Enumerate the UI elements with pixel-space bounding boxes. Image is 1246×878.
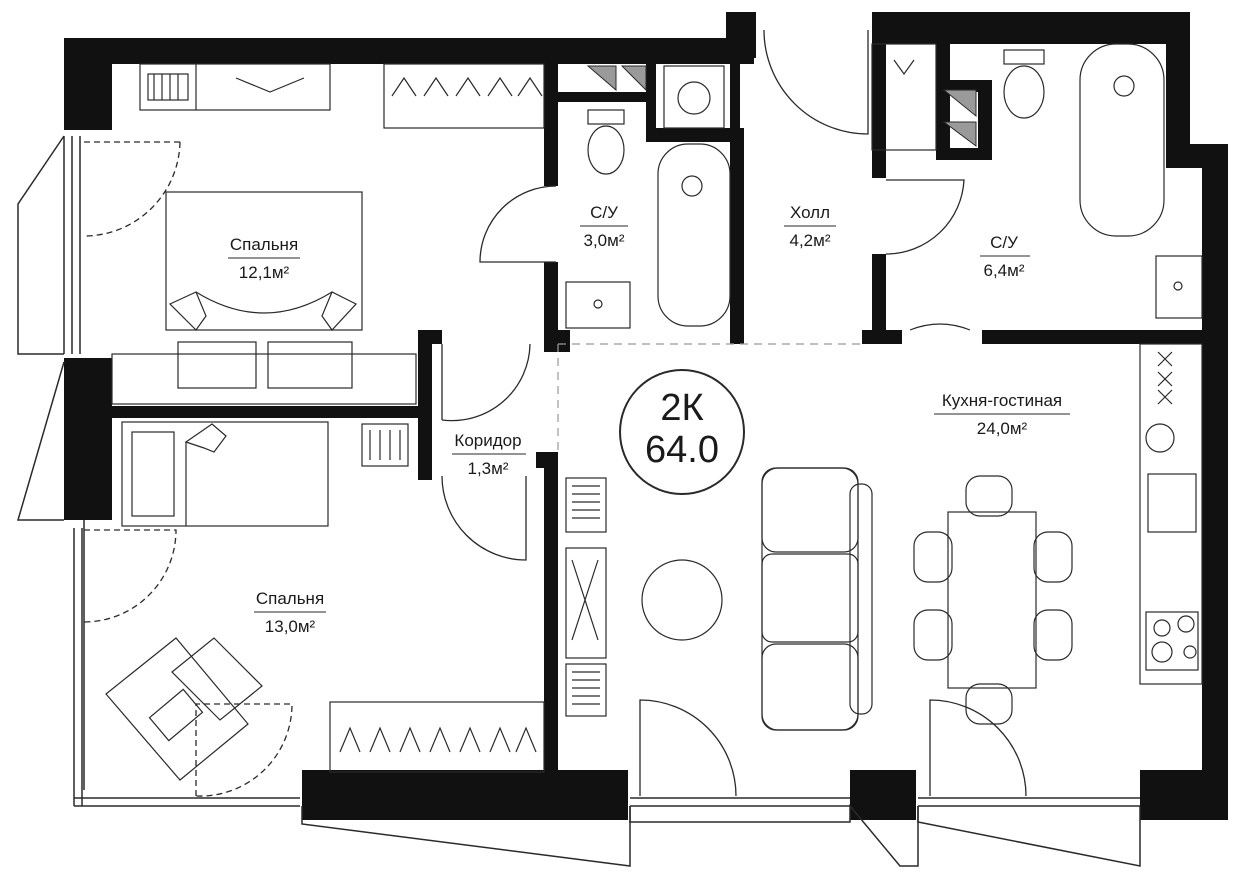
wall-top-left [64,38,754,64]
bay-window-bedroom-2 [17,361,65,521]
door-bedroom-1-balcony [83,141,181,237]
room-area: 6,4м² [984,261,1025,280]
room-area: 24,0м² [977,419,1028,438]
wall-living-corner [536,452,558,468]
bay-window-bedroom-1 [17,135,65,355]
room-name: Кухня-гостиная [942,391,1062,410]
hall-bench [909,323,971,331]
room-name: С/У [990,233,1018,252]
door-living-balcony-2 [929,699,1027,797]
wall-right-upper [1166,12,1190,148]
room-name: Спальня [256,589,324,608]
wall-bath1-left-b [544,262,558,352]
wall-closet-c [978,80,992,160]
wall-closet-b [936,80,988,92]
wall-laundry-right [730,56,740,136]
wall-living-left [544,452,558,778]
wall-bath1-right [730,128,744,344]
dining-set [913,475,1073,725]
door-entrance [763,29,869,135]
room-area: 1,3м² [468,459,509,478]
door-bathroom-2 [885,179,965,255]
wall-hall-right-b [872,254,886,344]
wardrobe-bedroom-2 [329,701,545,773]
room-labels: Спальня 12,1м² С/У 3,0м² Холл 4,2м² С/У … [228,203,1070,636]
room-name: Коридор [454,431,521,450]
drawer-stack-icon-2 [361,423,409,467]
balcony-bottom-left [301,806,631,867]
wall-hall-right-a [872,12,886,178]
room-area: 12,1м² [239,263,290,282]
bathroom-2-fixtures [871,43,1203,319]
label-hall: Холл 4,2м² [784,203,836,250]
room-area: 4,2м² [790,231,831,250]
wall-bath1-bottom [544,330,570,352]
wardrobe-bedroom-1 [139,63,331,111]
wall-top-notch [726,12,756,58]
walls [64,12,1228,820]
door-bedroom-2-balcony [195,703,293,797]
double-bed [111,191,417,405]
shaded-cells [586,65,977,147]
wall-bath1-top [556,92,656,102]
wall-bottom-b [850,770,916,820]
wall-closet-a [936,44,950,156]
coffee-table [641,559,723,641]
room-name: Спальня [230,235,298,254]
door-bedroom-2 [441,475,527,561]
room-area: 3,0м² [584,231,625,250]
kitchen-counter [1139,343,1203,685]
label-corridor: Коридор 1,3м² [452,431,526,478]
wall-bath1-mid [646,56,656,136]
room-area: 13,0м² [265,617,316,636]
windows-and-frames [17,135,1141,867]
label-kitchen-living: Кухня-гостиная 24,0м² [934,391,1070,438]
desk-chair [105,637,263,781]
wall-bedroom-divider [64,406,420,418]
wall-bottom-c [1140,770,1228,820]
room-name: Холл [790,203,830,222]
wall-bottom-a [302,770,628,820]
badge-area: 64.0 [645,429,719,471]
label-bathroom-2: С/У 6,4м² [980,233,1030,280]
wall-bath1-left-a [544,56,558,186]
wall-right [1202,144,1228,820]
sofa [761,467,873,731]
door-bedroom-2-left [83,529,177,623]
furniture [105,43,1203,781]
zone-dividers [557,343,862,452]
wall-bath2-bottom-a [862,330,902,344]
door-bathroom-1 [479,185,557,263]
door-corridor [441,343,531,422]
label-bathroom-1: С/У 3,0м² [580,203,628,250]
drawer-stack-icon [147,73,189,101]
wall-left-top [64,38,112,130]
wall-bath2-bottom-b [982,330,1228,344]
wall-closet-d [936,148,992,160]
balcony-bottom-right [917,806,1141,867]
wall-left-mid [64,358,112,520]
badge-type: 2К [660,387,703,429]
doors [83,29,1027,797]
corridor-shelves [565,477,607,717]
door-living-balcony-1 [639,699,737,797]
wall-corridor-left [418,330,432,480]
apartment-badge: 2К 64.0 [619,369,745,495]
room-name: С/У [590,203,618,222]
wall-top-right [872,12,1190,44]
bathroom-1-fixtures [565,65,731,329]
wall-corridor-stub [428,330,442,344]
single-bed [121,421,329,527]
label-bedroom-2: Спальня 13,0м² [254,589,326,636]
closet-hangers [383,63,545,129]
label-bedroom-1: Спальня 12,1м² [228,235,300,282]
wall-bath1-right-top [646,128,744,142]
